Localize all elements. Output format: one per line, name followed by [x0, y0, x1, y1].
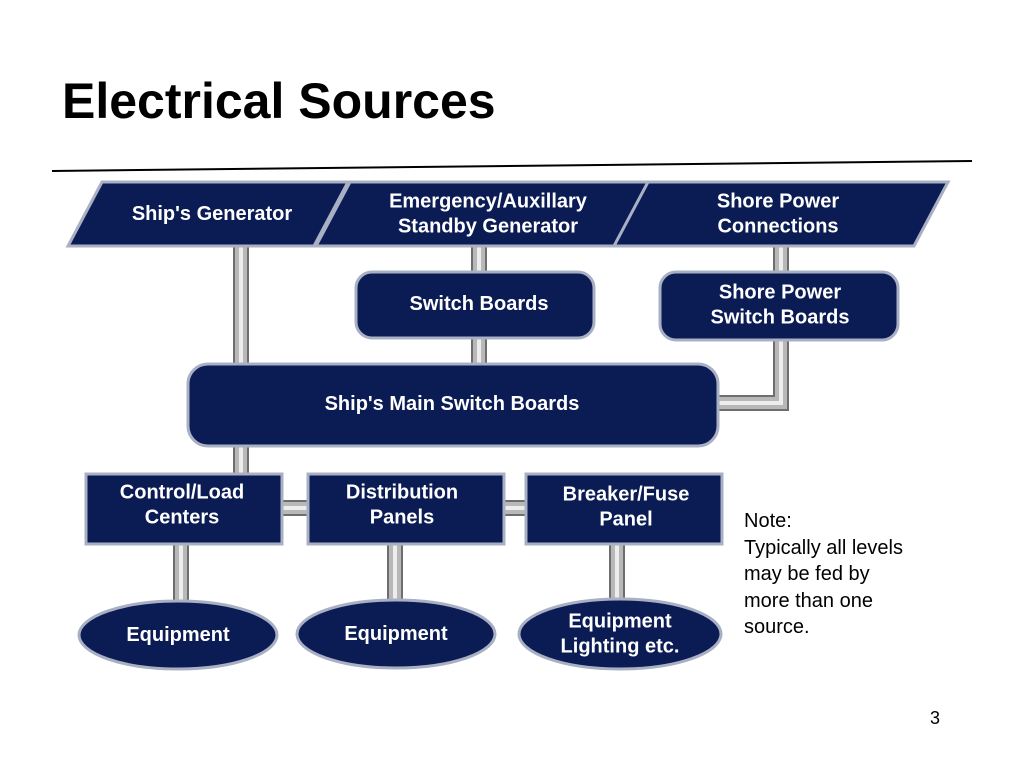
node-shape — [658, 270, 900, 342]
node-label: Switch Boards — [410, 293, 549, 315]
node-label: Ship's Generator — [132, 203, 293, 225]
node-label: Emergency/Auxillary — [389, 191, 588, 213]
node-ships-generator: Ship's Generator — [65, 180, 351, 248]
node-label: Centers — [145, 507, 219, 529]
pipe-body — [716, 338, 787, 409]
node-main-switch-boards: Ship's Main Switch Boards — [186, 362, 720, 448]
page-number: 3 — [930, 708, 941, 728]
node-label: Shore Power — [717, 191, 839, 213]
node-label: Panels — [370, 507, 434, 529]
node-shape — [524, 472, 724, 546]
slide-title: Electrical Sources — [62, 73, 496, 129]
pipe-highlight — [716, 338, 783, 405]
note: Note: Typically all levels may be fed by… — [744, 508, 903, 641]
note-line: Typically all levels — [744, 536, 903, 559]
node-shape — [186, 362, 720, 448]
node-label: Ship's Main Switch Boards — [325, 393, 580, 415]
node-label: Lighting etc. — [561, 636, 680, 658]
node-shape — [517, 597, 723, 671]
node-label: Panel — [599, 509, 652, 531]
node-shape — [77, 599, 279, 671]
node-shape — [295, 598, 497, 670]
node-shape — [611, 180, 951, 248]
pipe-edge — [716, 338, 789, 411]
node-label: Connections — [717, 216, 838, 238]
nodes: Ship's Generator Emergency/AuxillaryStand… — [65, 180, 951, 671]
note-line: Note: — [744, 510, 792, 532]
node-shape — [306, 472, 506, 546]
title-divider — [51, 160, 973, 172]
node-label: Standby Generator — [398, 216, 578, 238]
node-label: Control/Load — [120, 482, 244, 504]
node-label: Shore Power — [719, 282, 841, 304]
pipe-shore-switch-to-main — [716, 338, 789, 411]
node-equipment-2: Equipment — [295, 598, 497, 670]
note-line: may be fed by — [744, 563, 870, 585]
note-line: more than one — [744, 589, 873, 612]
node-label: Distribution — [346, 482, 458, 504]
node-shape — [65, 180, 351, 248]
node-shape — [84, 472, 284, 546]
node-label: Equipment — [568, 611, 672, 633]
node-label: Switch Boards — [711, 307, 850, 329]
node-label: Breaker/Fuse — [563, 484, 690, 506]
note-line: source. — [744, 616, 810, 638]
node-equipment-1: Equipment — [77, 599, 279, 671]
node-switch-boards: Switch Boards — [354, 270, 596, 340]
node-label: Equipment — [344, 623, 448, 645]
node-shape — [354, 270, 596, 340]
node-label: Equipment — [126, 624, 230, 646]
